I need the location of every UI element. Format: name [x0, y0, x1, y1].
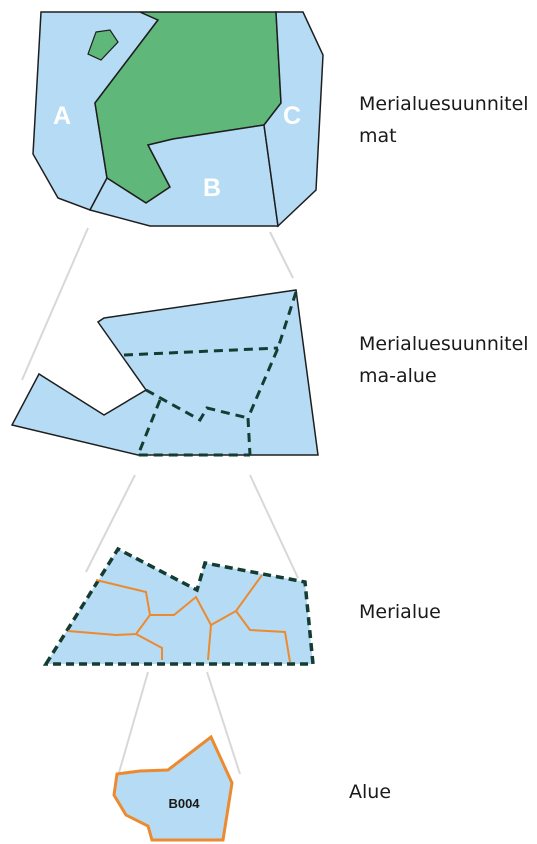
- island: [87, 29, 119, 61]
- connector-1-left: [21, 227, 89, 381]
- connector-3-left: [117, 671, 149, 777]
- plans-map: A B C: [32, 11, 324, 228]
- connector-1-right: [269, 231, 294, 279]
- area-shape: [112, 734, 234, 842]
- sea-area-divisions: [123, 291, 298, 457]
- division-line-2: [246, 291, 298, 456]
- connector-3-right: [206, 671, 241, 775]
- division-line-1: [123, 346, 279, 357]
- area-border-5: [235, 610, 291, 663]
- region-label-b: B: [203, 174, 221, 202]
- connector-2-left: [85, 474, 136, 573]
- area-border-2: [135, 633, 163, 660]
- region-label-a: A: [53, 102, 71, 130]
- area-detail: B004: [112, 734, 234, 842]
- level-label-plan-area: Merialuesuunnitel ma-alue: [359, 333, 529, 387]
- division-line-4: [135, 399, 250, 457]
- connector-lines: [21, 227, 299, 777]
- level-label-sea-area: Merialue: [359, 601, 441, 623]
- division-line-3: [145, 388, 249, 423]
- plan-area-shape: [10, 289, 319, 456]
- area-borders: [67, 574, 291, 663]
- area-border-1: [67, 579, 152, 637]
- area-code: B004: [168, 796, 200, 811]
- sea-area-shape: [42, 546, 315, 666]
- level-label-area: Alue: [349, 781, 392, 803]
- plan-region-b: [88, 124, 279, 227]
- region-label-c: C: [283, 102, 301, 130]
- plan-area-map: [10, 289, 319, 457]
- sea-area-map: [42, 546, 315, 666]
- area-border-3: [150, 595, 213, 661]
- connector-2-right: [249, 474, 299, 579]
- level-label-plans: Merialuesuunnitel mat: [359, 93, 529, 147]
- plan-region-c: [263, 11, 324, 228]
